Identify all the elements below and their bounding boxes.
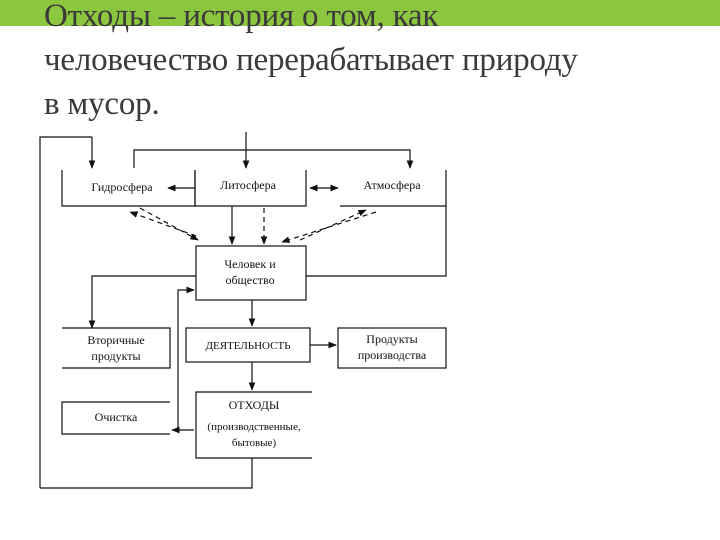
waste-box [195,391,312,459]
human-society-box [195,245,307,301]
arrow-top-to-atmosphere [133,149,414,169]
label-secondary-products-1: Вторичные [87,333,144,347]
label-waste-3: бытовые) [232,437,277,449]
label-secondary-products-2: продукты [91,349,140,363]
arrow-loop-to-human [177,286,195,430]
title-line-3: в мусор. [44,86,160,122]
secondary-products-box [62,327,171,369]
dashed-arrow-human-to-atmo [299,209,367,241]
outer-frame-bottom [40,458,253,489]
label-waste-1: ОТХОДЫ [229,398,280,412]
label-production-products-2: производства [358,348,427,362]
outer-frame-line [39,136,92,488]
arrow-human-to-secondary [88,275,196,329]
label-waste-2: (производственные, [207,421,300,433]
label-human-society-1: Человек и [224,257,276,271]
slide-title: Отходы – история о том, как человечество… [44,0,704,126]
accent-bar [0,0,720,26]
production-products-box [337,327,447,369]
dashed-arrow-hydro-to-human [139,207,199,241]
dashed-arrow-atmo-to-human [281,211,377,243]
arrow-human-to-atmosphere [306,206,447,277]
dashed-arrow-human-to-hydro [129,211,197,237]
label-activity: ДЕЯТЕЛЬНОСТЬ [205,340,290,352]
cleaning-box [61,401,170,435]
label-hydrosphere: Гидросфера [91,180,153,194]
label-production-products-1: Продукты [366,332,417,346]
label-lithosphere: Литосфера [220,178,277,192]
title-line-2: человечество перерабатывает природу [44,42,578,78]
label-atmosphere: Атмосфера [363,178,421,192]
label-human-society-2: общество [225,273,274,287]
label-cleaning: Очистка [95,410,138,424]
title-line-1: Отходы – история о том, как [44,0,439,34]
